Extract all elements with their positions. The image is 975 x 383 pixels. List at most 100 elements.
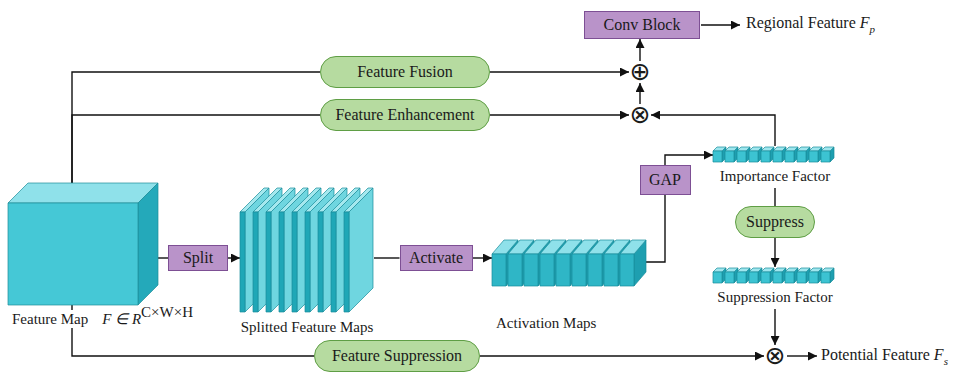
output-text: F: [860, 14, 870, 31]
add-operator: ⊕: [629, 61, 651, 83]
figure-face: [253, 212, 258, 312]
connector: [639, 83, 640, 104]
figure-face: [809, 151, 818, 162]
process-box: GAP: [640, 165, 691, 195]
figure-face: [8, 183, 158, 203]
figure-face: [138, 183, 158, 305]
figure-face: [821, 151, 830, 162]
feature-map-cube: Feature MapF ∈ RC×W×H: [8, 183, 158, 305]
figure-face: [761, 147, 774, 151]
feature-stack: Splitted Feature Maps: [240, 188, 374, 312]
process-box: Feature Suppression: [314, 340, 480, 372]
figure-face: [713, 272, 722, 283]
factor-vector: Importance Factor: [713, 146, 837, 188]
figure-face: [737, 147, 750, 151]
connector: [774, 238, 775, 267]
figure-face: [773, 268, 786, 272]
figure-face: [240, 212, 245, 312]
node-caption: Feature MapF ∈ RC×W×H: [10, 310, 195, 328]
multiply-operator: ⊗: [764, 345, 786, 367]
process-box: Activate: [400, 245, 473, 271]
figure-face: [556, 254, 570, 286]
figure-face: [620, 240, 646, 254]
connector: [374, 257, 400, 258]
node-label: Activation Maps: [496, 315, 596, 331]
box-label: GAP: [649, 171, 681, 189]
figure-face: [305, 212, 310, 312]
output-label: Regional FeatureFp: [746, 14, 875, 32]
output-text: F: [934, 346, 944, 363]
figure-face: [809, 268, 822, 272]
figure-face: [318, 212, 323, 312]
figure-face: [725, 151, 734, 162]
node-label: Suppression Factor: [717, 289, 832, 305]
process-box: Split: [168, 245, 228, 271]
multiply-operator: ⊗: [629, 104, 651, 126]
figure-face: [266, 212, 271, 312]
figure-face: [749, 147, 762, 151]
connector: [490, 71, 629, 72]
node-label: F ∈ R: [102, 311, 141, 327]
process-box: Suppress: [735, 206, 815, 238]
figure-face: [279, 212, 284, 312]
figure-face: [540, 254, 554, 286]
output-label: Potential FeatureFs: [821, 346, 948, 364]
figure-face: [620, 254, 634, 286]
figure-face: [773, 147, 786, 151]
figure-face: [797, 147, 810, 151]
connector: [774, 309, 775, 345]
figure-face: [737, 272, 746, 283]
connector: [158, 257, 168, 258]
figure-face: [331, 212, 336, 312]
box-label: Feature Fusion: [357, 63, 453, 81]
process-box: Conv Block: [584, 11, 700, 39]
node-label: Importance Factor: [720, 168, 830, 184]
figure-face: [821, 272, 830, 283]
connector: [646, 195, 665, 262]
figure-face: [761, 151, 770, 162]
connector: [72, 72, 320, 183]
box-label: Feature Enhancement: [335, 106, 474, 124]
figure-face: [725, 272, 734, 283]
node-caption: Splitted Feature Maps: [239, 318, 375, 336]
figure-face: [725, 147, 738, 151]
figure-face: [588, 254, 602, 286]
figure-face: [809, 272, 818, 283]
node-caption: Importance Factor: [718, 167, 832, 185]
figure-face: [785, 151, 794, 162]
figure-face: [713, 151, 722, 162]
connector: [72, 115, 320, 183]
figure-face: [809, 147, 822, 151]
figure-face: [604, 254, 618, 286]
output-text: Potential Feature: [821, 346, 930, 363]
figure-face: [737, 151, 746, 162]
connector: [651, 115, 775, 146]
figure-face: [773, 151, 782, 162]
box-label: Feature Suppression: [332, 347, 462, 365]
operator-symbol: ⊗: [630, 104, 651, 126]
output-text: s: [944, 355, 948, 367]
output-arrow: [701, 24, 740, 25]
figure-face: [761, 272, 770, 283]
operator-symbol: ⊗: [765, 345, 786, 367]
figure-face: [821, 147, 834, 151]
node-label: Splitted Feature Maps: [241, 319, 373, 335]
box-label: Split: [183, 249, 213, 267]
feature-map-cube-art: [8, 183, 158, 305]
figure-face: [344, 212, 349, 312]
node-label: C×W×H: [141, 304, 193, 320]
connector: [774, 188, 775, 206]
figure-face: [8, 203, 138, 305]
connector: [473, 257, 493, 258]
figure-face: [572, 254, 586, 286]
figure-face: [492, 254, 506, 286]
output-arrow: [787, 355, 817, 356]
figure-face: [749, 272, 758, 283]
node-caption: Activation Maps: [494, 314, 598, 332]
node-label: Feature Map: [12, 311, 88, 327]
connector: [639, 39, 640, 61]
connector: [228, 257, 240, 258]
output-text: Regional Feature: [746, 14, 856, 31]
figure-face: [737, 268, 750, 272]
